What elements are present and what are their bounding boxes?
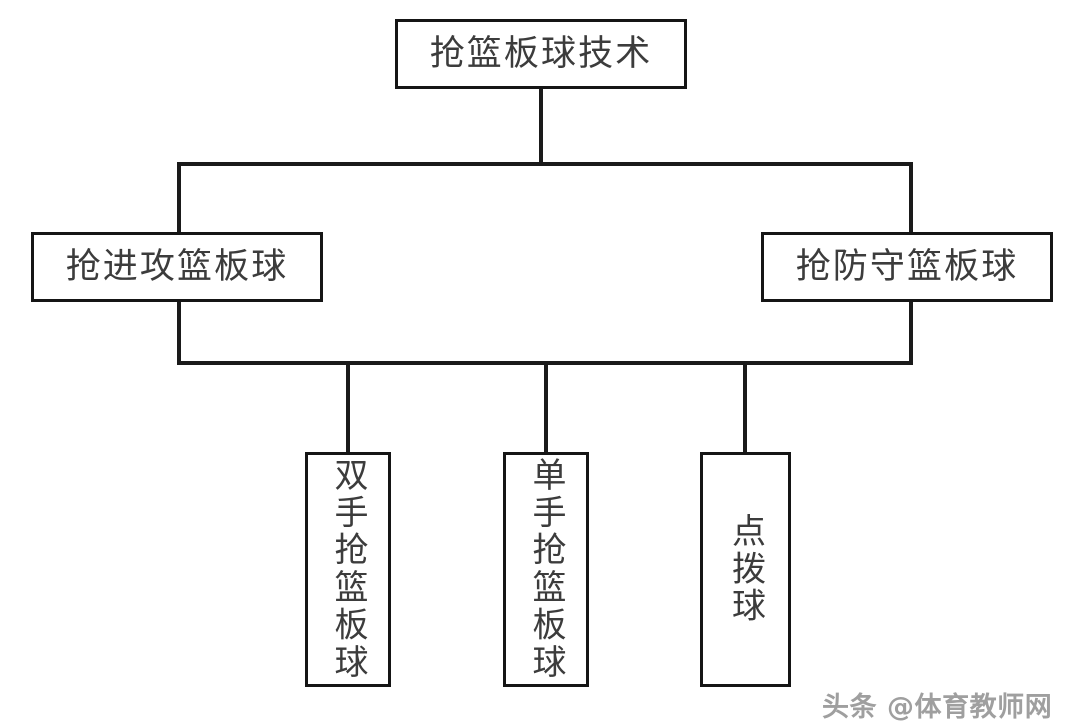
node-offensive-rebound[interactable]: 抢进攻篮板球 <box>31 232 323 302</box>
node-defensive-rebound[interactable]: 抢防守篮板球 <box>761 232 1053 302</box>
node-one-hand-rebound[interactable]: 单手抢篮板球 <box>503 452 589 687</box>
connector-upper-bus <box>177 162 913 166</box>
node-root-label: 抢篮板球技术 <box>429 33 653 74</box>
connector-stem-one-hand <box>544 361 548 453</box>
node-defensive-rebound-label: 抢防守篮板球 <box>795 246 1019 287</box>
connector-stem-tip-ball <box>743 361 747 453</box>
node-offensive-rebound-label: 抢进攻篮板球 <box>65 246 289 287</box>
node-two-hand-rebound[interactable]: 双手抢篮板球 <box>305 452 391 687</box>
connector-stem-two-hand <box>346 361 350 453</box>
node-one-hand-rebound-label: 单手抢篮板球 <box>526 457 566 682</box>
node-tip-ball[interactable]: 点拨球 <box>700 452 791 687</box>
watermark-toutiao: 头条 @体育教师网 <box>822 692 1053 723</box>
node-two-hand-rebound-label: 双手抢篮板球 <box>328 457 368 682</box>
node-tip-ball-label: 点拨球 <box>725 513 766 626</box>
connector-root-stem <box>539 88 543 166</box>
node-root-rebounding-technique[interactable]: 抢篮板球技术 <box>395 19 687 89</box>
